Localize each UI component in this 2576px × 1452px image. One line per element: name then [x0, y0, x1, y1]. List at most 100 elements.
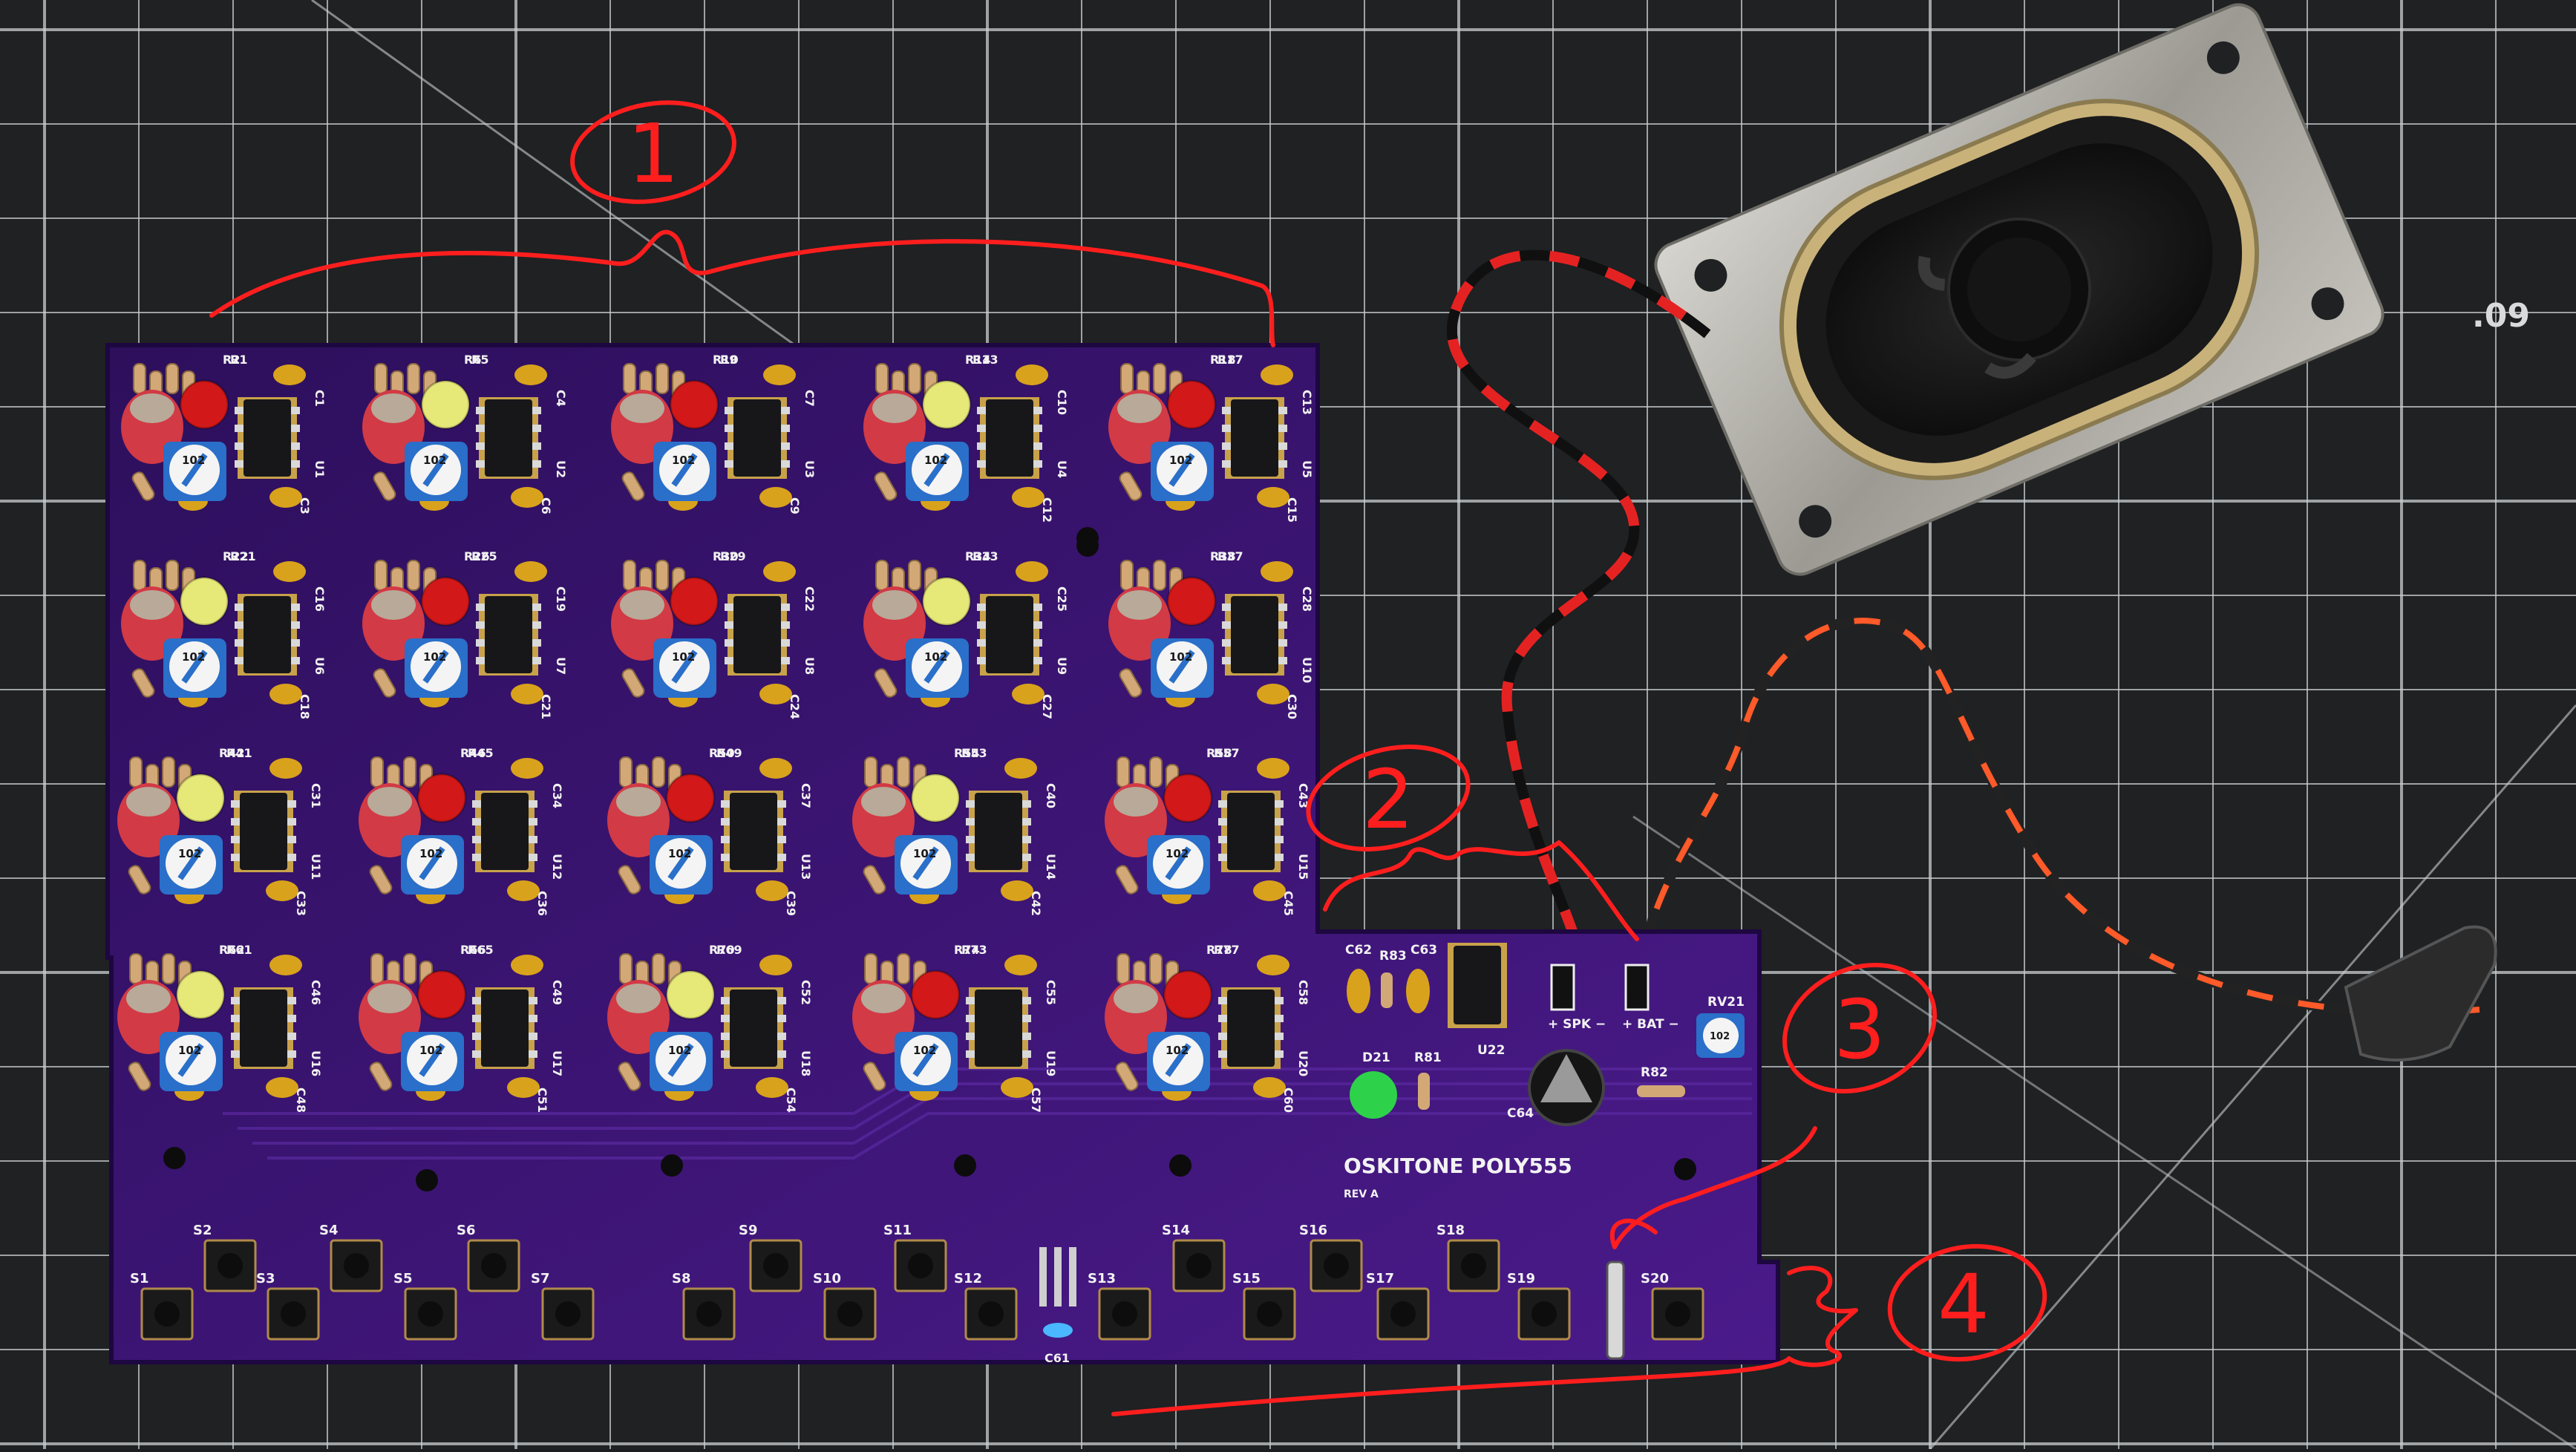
ic-pin: [781, 425, 790, 432]
switch-plunger: [1186, 1253, 1212, 1278]
silk-label-cap: C21: [539, 694, 553, 719]
tactile-switch: S8: [672, 1271, 736, 1341]
resistor: [652, 953, 665, 984]
ic-pin: [1275, 1033, 1284, 1040]
silk-label-ic: U12: [550, 854, 564, 880]
silk-label-resistor-a: R46: [460, 746, 486, 760]
resistor: [1418, 1073, 1430, 1110]
electrolytic-capacitor-top: [861, 984, 906, 1013]
ic-pin: [1022, 1033, 1031, 1040]
switch-plunger: [1324, 1253, 1349, 1278]
silk-label-cap: C46: [309, 980, 323, 1005]
capacitor-vent: [1540, 1054, 1592, 1102]
mounting-hole: [954, 1154, 976, 1177]
ic-pin: [532, 621, 541, 629]
resistor: [652, 756, 665, 788]
ic-pin: [231, 1015, 240, 1022]
ceramic-capacitor: [1012, 684, 1045, 704]
annotation-number-3: 3: [1834, 982, 1886, 1077]
resistor: [1115, 865, 1139, 895]
ic-pin: [235, 460, 243, 468]
silk-label-cap: C43: [1296, 783, 1310, 808]
silk-label-cap: C58: [1296, 980, 1310, 1005]
silk-label-resistor-b: R29: [720, 549, 746, 563]
silk-label-r81: R81: [1414, 1050, 1442, 1065]
ic-pin: [291, 442, 300, 450]
ic-pin: [966, 1033, 975, 1040]
resistor: [875, 363, 889, 394]
silk-label-ic: U15: [1296, 854, 1310, 880]
silk-label-resistor-b: R77: [1214, 943, 1240, 957]
ic-pin: [777, 1033, 786, 1040]
silk-label-resistor-a: R6: [464, 353, 481, 367]
silk-label-resistor-b: R33: [972, 549, 998, 563]
trimmer-slot: [1168, 650, 1195, 684]
trimmer-value: 102: [423, 650, 446, 664]
silk-label-cap: C25: [1055, 586, 1069, 612]
ic-pin: [966, 836, 975, 843]
tactile-switch: S13: [1088, 1271, 1151, 1341]
silk-label-ic: U18: [799, 1050, 813, 1076]
ic-pin: [529, 818, 537, 825]
speaker-header: [1550, 964, 1575, 1011]
ic-pin: [966, 997, 975, 1004]
ic-pin: [966, 1050, 975, 1058]
ic-pin: [1218, 1050, 1227, 1058]
silk-label-ic: U8: [802, 657, 817, 675]
trimmer-slot: [667, 846, 694, 880]
ic-pin: [1033, 657, 1042, 664]
electrolytic-capacitor-top: [1117, 590, 1162, 620]
wire-red: [1447, 249, 1711, 995]
ic-pin: [721, 1033, 730, 1040]
resistor: [619, 953, 632, 984]
ceramic-capacitor: [1016, 561, 1048, 582]
ic-pin: [1278, 407, 1287, 414]
silk-label-resistor-b: R21: [230, 549, 256, 563]
trimmer-slot: [422, 453, 449, 487]
annotation-numbers: 1 2 3 4: [627, 106, 1990, 1352]
silk-label-switch: S14: [1162, 1223, 1190, 1238]
silk-label-switch: S16: [1299, 1223, 1327, 1238]
silk-label-resistor-a: R50: [709, 746, 735, 760]
silk-label-cap: C39: [784, 891, 798, 916]
ic-lm386: [1454, 946, 1501, 1024]
ic-pin: [721, 854, 730, 861]
trimmer-slot: [923, 453, 950, 487]
board-revision: REV A: [1344, 1188, 1379, 1200]
ic-pin: [472, 818, 481, 825]
trimmer-slot: [912, 1043, 939, 1077]
red-led: [669, 576, 719, 627]
trimmer-value: 102: [924, 454, 947, 467]
resistor: [166, 363, 179, 394]
ic-pin: [1033, 407, 1042, 414]
trimmer-value: 102: [419, 1044, 442, 1057]
ic-pin: [532, 657, 541, 664]
trimmer-value: 102: [1166, 847, 1189, 860]
ceramic-capacitor: [507, 1077, 540, 1098]
resistor: [133, 363, 146, 394]
tactile-switch: S10: [813, 1271, 877, 1341]
trimmer-value: 102: [913, 1044, 936, 1057]
resistor: [863, 865, 886, 895]
tactile-switch: S5: [393, 1271, 457, 1341]
ceramic-capacitor: [273, 364, 306, 385]
switch-plunger: [763, 1253, 788, 1278]
ic-pin: [529, 800, 537, 808]
trimmer-slot: [422, 650, 449, 684]
grid-diagonal: [1929, 704, 2576, 1450]
silk-label-cap: C34: [550, 783, 564, 808]
mounting-holes: [163, 527, 1696, 1191]
ceramic-capacitor: [763, 364, 796, 385]
silk-label-switch: S3: [256, 1271, 275, 1286]
resistor: [864, 756, 877, 788]
silk-label-ic: U13: [799, 854, 813, 880]
switch-plunger: [1531, 1301, 1557, 1327]
annotation-circle-1: [570, 100, 736, 204]
switch-plunger: [1257, 1301, 1282, 1327]
yellow-led: [175, 773, 226, 823]
silk-label-resistor-b: R17: [1217, 353, 1243, 367]
